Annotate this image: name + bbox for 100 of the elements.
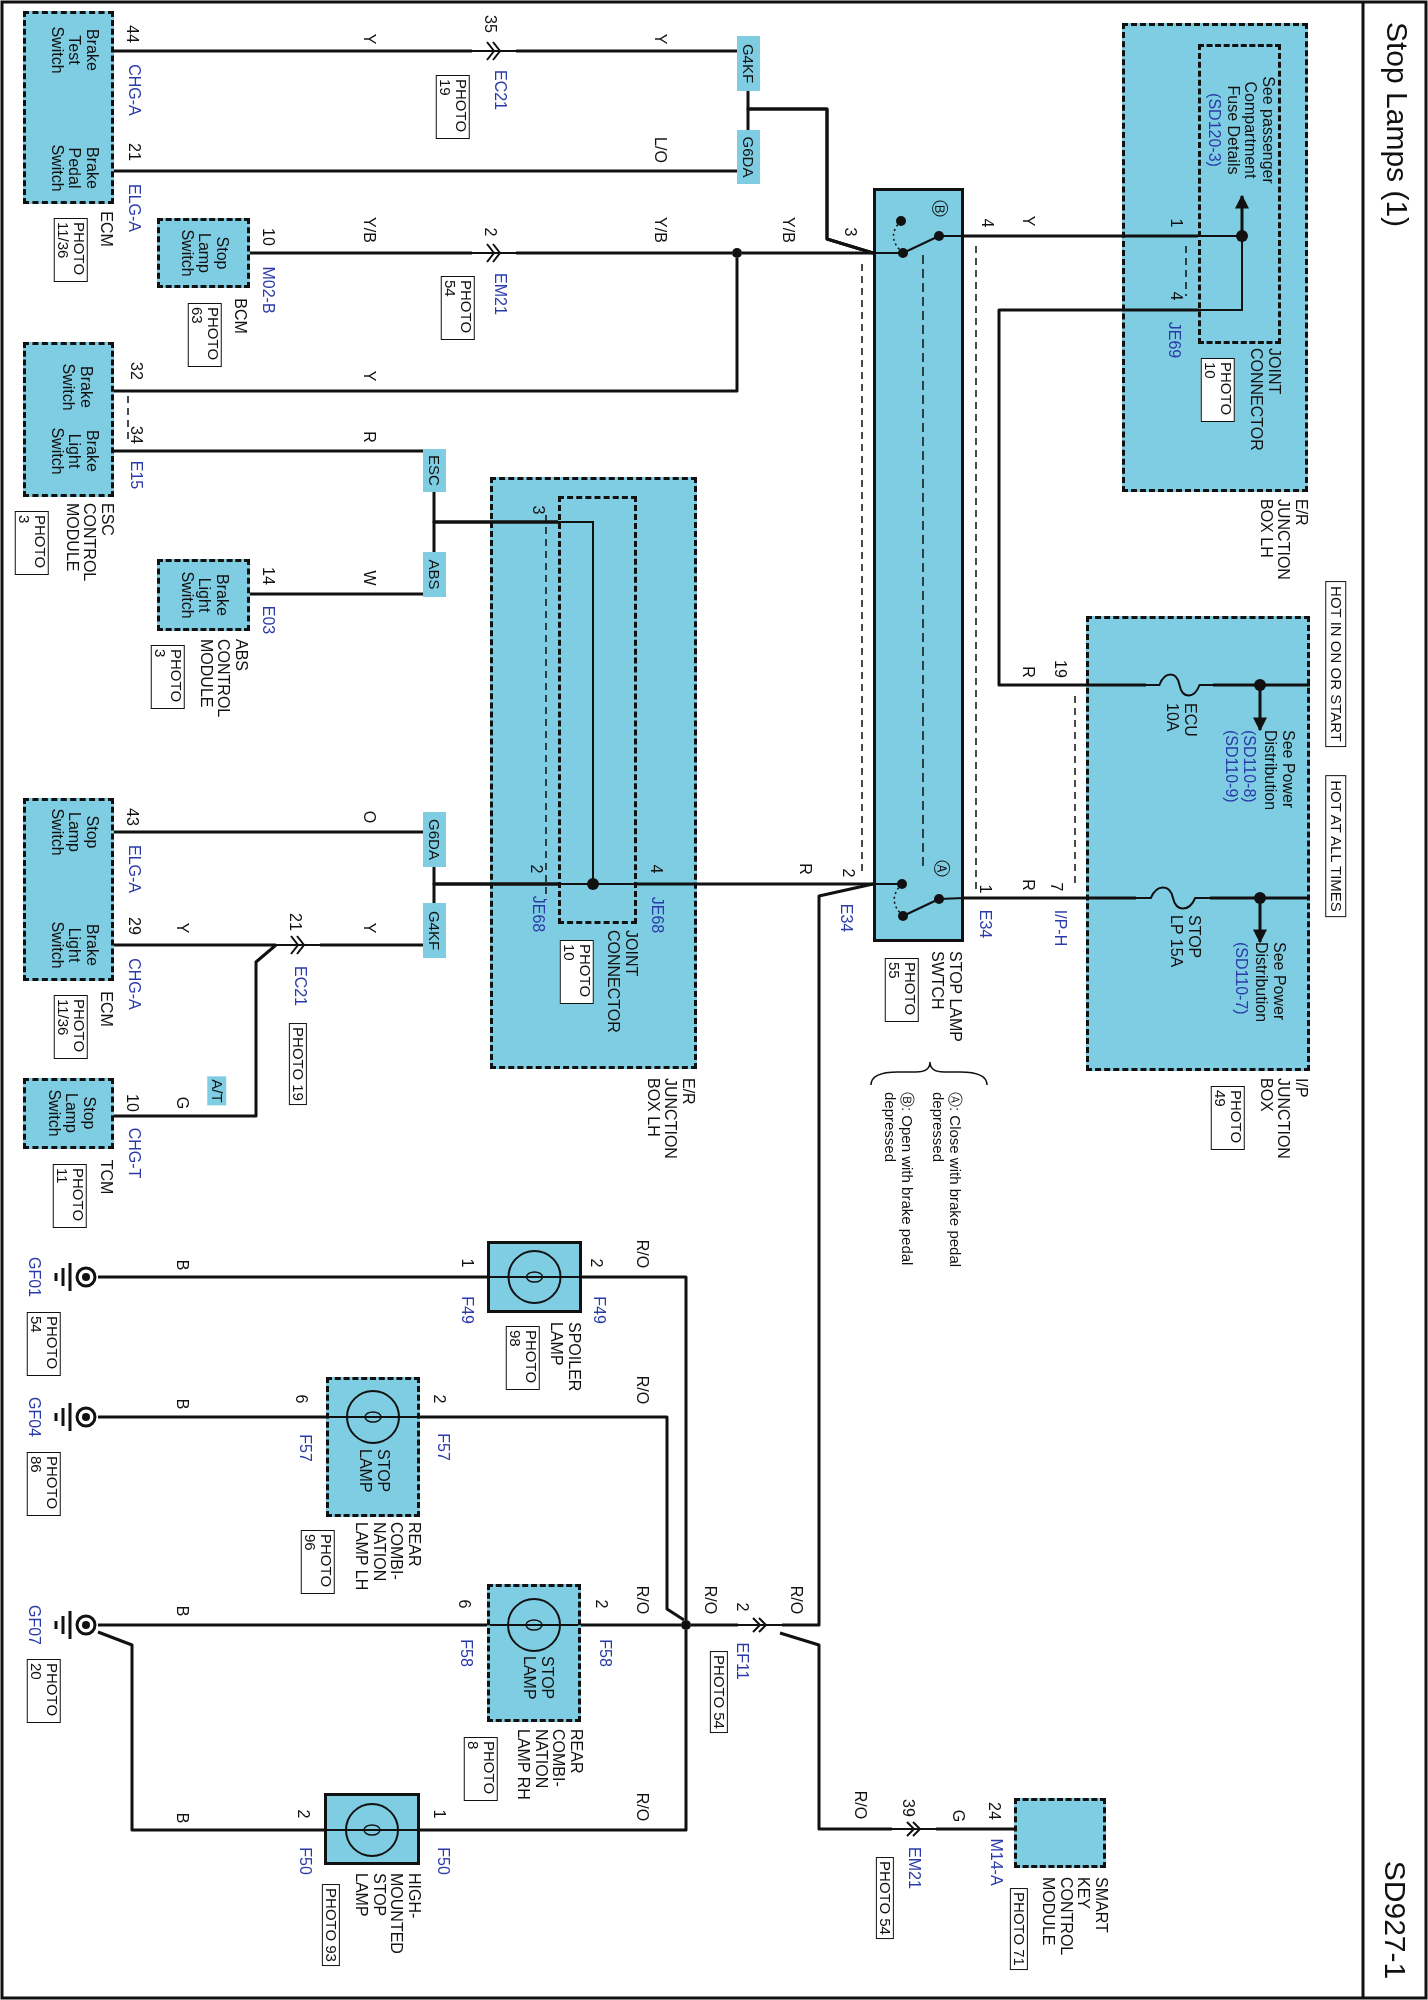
pin-number: 3 <box>529 505 547 515</box>
connector-id: F49 <box>458 1296 476 1324</box>
pin-number: 4 <box>1167 291 1185 301</box>
wire <box>516 251 732 255</box>
module-box <box>23 342 114 497</box>
connector-id: CHG-A <box>125 958 143 1010</box>
connector-id: F58 <box>596 1639 614 1667</box>
wire-color-label: Y/B <box>779 217 797 243</box>
reference-note: See Power Distribution <box>1261 730 1297 813</box>
pin-number: 43 <box>123 808 141 826</box>
reference-note: (SD120-3) <box>1205 93 1223 167</box>
callout-letter: Ⓐ <box>931 859 951 877</box>
wire <box>114 830 423 834</box>
component-label: Stop Lamp Switch <box>45 1088 98 1139</box>
pin-number: 2 <box>592 1599 610 1609</box>
wire-color-label: R <box>360 431 378 443</box>
component-label: HIGH- MOUNTED STOP LAMP <box>352 1873 423 1956</box>
module-box <box>157 559 250 631</box>
wire <box>936 1827 1014 1831</box>
component-name: ECM <box>97 991 115 1027</box>
wire <box>114 449 423 453</box>
pin-number: 2 <box>294 1809 312 1819</box>
wire-color-label: R/O <box>633 1585 651 1615</box>
pin-number: 1 <box>976 884 994 894</box>
diagram-title: Stop Lamps (1) <box>1381 22 1414 228</box>
pin-number: 4 <box>647 864 665 874</box>
callout-letter: Ⓑ <box>929 199 949 217</box>
connector-id: M14-A <box>987 1838 1005 1886</box>
connector-id: E34 <box>976 909 994 939</box>
connector-id: ELG-A <box>125 845 143 893</box>
pin-number: 32 <box>127 362 145 380</box>
component-name: TCM <box>97 1159 115 1195</box>
connector-id: GF04 <box>25 1397 43 1437</box>
pin-number: 10 <box>123 1094 141 1112</box>
component-label: E/R JUNCTION BOX LH <box>1257 499 1310 582</box>
connector-id: E15 <box>127 460 145 490</box>
component-name: ECM <box>97 211 115 247</box>
component-label: Brake Light Switch <box>48 920 101 971</box>
connector-id: F58 <box>457 1639 475 1667</box>
component-label: STOP LAMP <box>356 1449 392 1495</box>
wire <box>114 169 737 173</box>
wire-color-label: Y <box>651 33 669 45</box>
component-label: REAR COMBI- NATION LAMP RH <box>514 1729 585 1802</box>
wire <box>114 258 739 393</box>
wire <box>782 882 874 1627</box>
pin-number: 1 <box>430 1809 448 1819</box>
pin-number: 2 <box>481 227 499 237</box>
photo-reference: PHOTO 54 <box>710 1651 728 1733</box>
option-code-tag: G6DA <box>423 812 446 867</box>
connector-id: JE68 <box>648 896 666 934</box>
pin-number: 10 <box>259 228 277 246</box>
photo-reference: PHOTO 86 <box>27 1452 61 1516</box>
wire-color-label: B <box>173 1398 191 1410</box>
wire-color-label: R/O <box>633 1375 651 1405</box>
wire <box>420 1415 685 1622</box>
photo-reference: PHOTO 11/36 <box>54 995 88 1059</box>
wire-color-label: R <box>1019 879 1037 891</box>
pin-number: 2 <box>587 1258 605 1268</box>
wire <box>98 1415 326 1419</box>
module-box <box>23 11 114 204</box>
wire <box>964 234 1198 238</box>
connector-id: JE69 <box>1165 321 1183 359</box>
wire-color-label: B <box>173 1605 191 1617</box>
photo-reference: PHOTO 49 <box>1211 1086 1245 1150</box>
component-name: ESC CONTROL MODULE <box>63 503 116 583</box>
reference-note: (SD110-8) (SD110-9) <box>1222 730 1258 805</box>
wire-color-label: B <box>173 1812 191 1824</box>
wire-color-label: Y/B <box>651 217 669 243</box>
photo-reference: PHOTO 54 <box>441 276 475 340</box>
wire <box>250 251 472 255</box>
wire-color-label: R/O <box>633 1239 651 1269</box>
connector-id: GF07 <box>25 1605 43 1645</box>
wire <box>250 592 423 596</box>
photo-reference: PHOTO 19 <box>289 1023 307 1105</box>
option-code-tag: G6DA <box>737 130 760 184</box>
wire-color-label: Y <box>173 922 191 934</box>
connector-id: EM21 <box>905 1847 923 1889</box>
connector-id: JE68 <box>529 895 547 933</box>
photo-reference: PHOTO 96 <box>301 1530 335 1594</box>
photo-reference: PHOTO 19 <box>436 75 470 139</box>
connector-id: F57 <box>434 1433 452 1461</box>
connector-id: EF11 <box>733 1642 751 1680</box>
component-label: JOINT CONNECTOR <box>1247 348 1283 453</box>
pin-number: 2 <box>430 1394 448 1404</box>
connector-id: F57 <box>296 1434 314 1462</box>
wire-color-label: R/O <box>633 1792 651 1822</box>
connector-id: M02-B <box>259 266 277 314</box>
module-box <box>23 798 114 981</box>
pin-number: 4 <box>978 218 996 228</box>
wire-color-label: Y <box>360 370 378 382</box>
pin-number: 35 <box>481 15 499 33</box>
wire <box>98 1275 487 1279</box>
option-code-tag: A/T <box>207 1076 227 1106</box>
wire <box>98 1623 487 1627</box>
page-code: SD927-1 <box>1378 1860 1412 1980</box>
wire-color-label: R/O <box>787 1585 805 1615</box>
pin-number: 39 <box>899 1799 917 1817</box>
wire-color-label: G <box>173 1096 191 1110</box>
wire-color-label: R/O <box>701 1585 719 1615</box>
pin-number: 1 <box>458 1258 476 1268</box>
